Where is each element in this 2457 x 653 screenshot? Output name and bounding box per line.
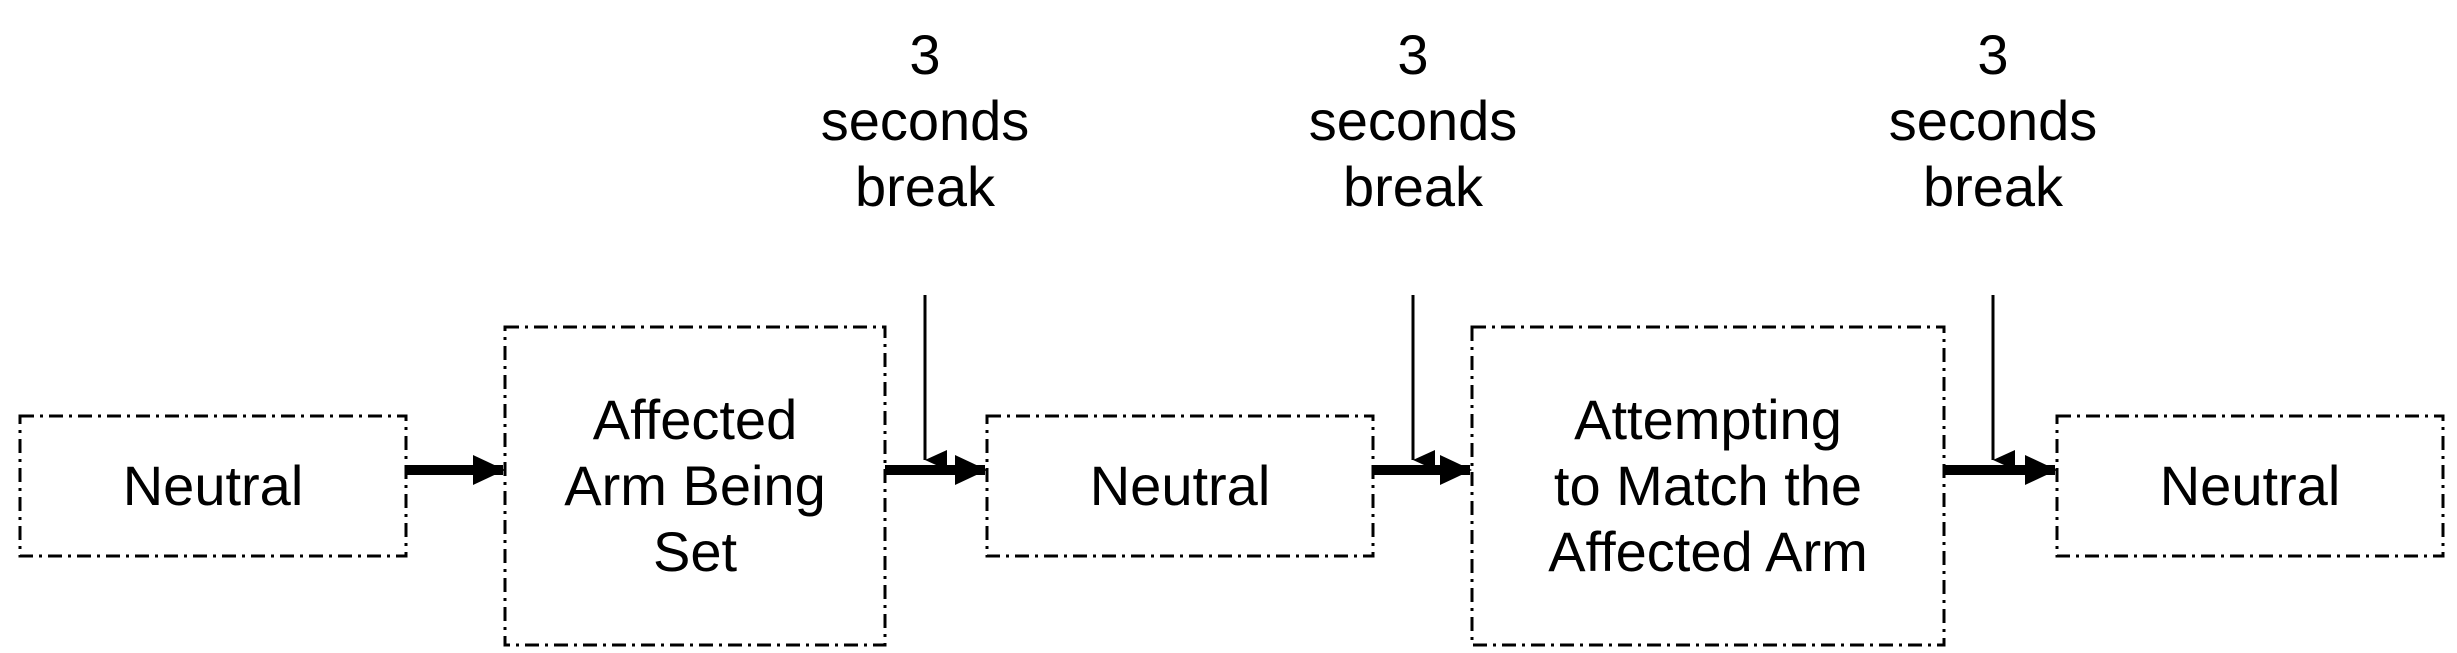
step-label: Affected Arm Being Set [564,388,826,583]
break-note-2: 3 seconds break [1308,23,1518,218]
break-note-1: 3 seconds break [820,23,1030,218]
box-outline-neutral-3 [2055,414,2445,558]
step-neutral-1: Neutral [20,416,406,556]
step-label: Neutral [1089,454,1271,517]
step-neutral-3: Neutral [2057,416,2443,556]
step-label: Attempting to Match the Affected Arm [1548,388,1868,583]
step-label: Neutral [2159,454,2341,517]
box-outline-neutral-1 [18,414,408,558]
step-label: Neutral [122,454,304,517]
box-outline-neutral-2 [985,414,1375,558]
step-neutral-2: Neutral [987,416,1373,556]
step-affected-arm-being-set: Affected Arm Being Set [505,327,885,645]
box-outline-attempting-match [1470,325,1946,647]
break-note-3: 3 seconds break [1888,23,2098,218]
step-attempting-match: Attempting to Match the Affected Arm [1472,327,1944,645]
